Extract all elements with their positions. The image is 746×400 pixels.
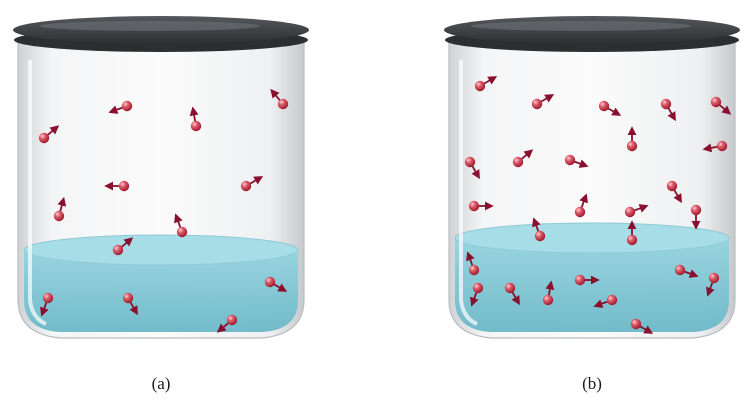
vapor-molecule (465, 157, 475, 167)
panel-label-b: (b) (562, 374, 622, 394)
liquid-molecule (469, 265, 479, 275)
vapor-molecule (717, 141, 727, 151)
liquid-molecule (177, 227, 187, 237)
vapor-molecule (119, 181, 129, 191)
beaker-a-lid-shine (40, 21, 260, 31)
vapor-molecule (122, 101, 132, 111)
vapor-molecule (535, 231, 545, 241)
liquid-molecule (575, 275, 585, 285)
vapor-molecule (469, 201, 479, 211)
vapor-molecule (475, 81, 485, 91)
liquid-molecule (227, 315, 237, 325)
vapor-molecule (278, 99, 288, 109)
beaker-a-liquid-surface (24, 235, 298, 265)
vapor-molecule (661, 99, 671, 109)
beaker-a (13, 16, 309, 338)
panel-label-a: (a) (131, 374, 191, 394)
vapor-molecule (241, 181, 251, 191)
liquid-molecule (709, 273, 719, 283)
vapor-molecule (513, 157, 523, 167)
liquid-molecule (543, 295, 553, 305)
beaker-b-lid-shine (471, 21, 691, 31)
vapor-molecule (191, 121, 201, 131)
vapor-molecule (667, 181, 677, 191)
beaker-b (444, 16, 740, 338)
vapor-molecule (625, 207, 635, 217)
liquid-molecule (631, 319, 641, 329)
vapor-molecule (599, 101, 609, 111)
vapor-molecule (54, 211, 64, 221)
liquid-molecule (113, 245, 123, 255)
liquid-molecule (265, 277, 275, 287)
vapor-molecule (711, 97, 721, 107)
liquid-molecule (607, 295, 617, 305)
vapor-molecule (39, 133, 49, 143)
beaker-b-liquid (455, 240, 729, 332)
vapor-molecule (575, 207, 585, 217)
beaker-b-liquid-surface (455, 223, 729, 253)
vapor-molecule (532, 99, 542, 109)
vapor-molecule (691, 205, 701, 215)
liquid-molecule (505, 283, 515, 293)
vapor-molecule (565, 155, 575, 165)
vapor-molecule (627, 235, 637, 245)
liquid-molecule (473, 283, 483, 293)
liquid-molecule (123, 293, 133, 303)
liquid-molecule (43, 293, 53, 303)
liquid-molecule (675, 265, 685, 275)
vapor-molecule (627, 141, 637, 151)
